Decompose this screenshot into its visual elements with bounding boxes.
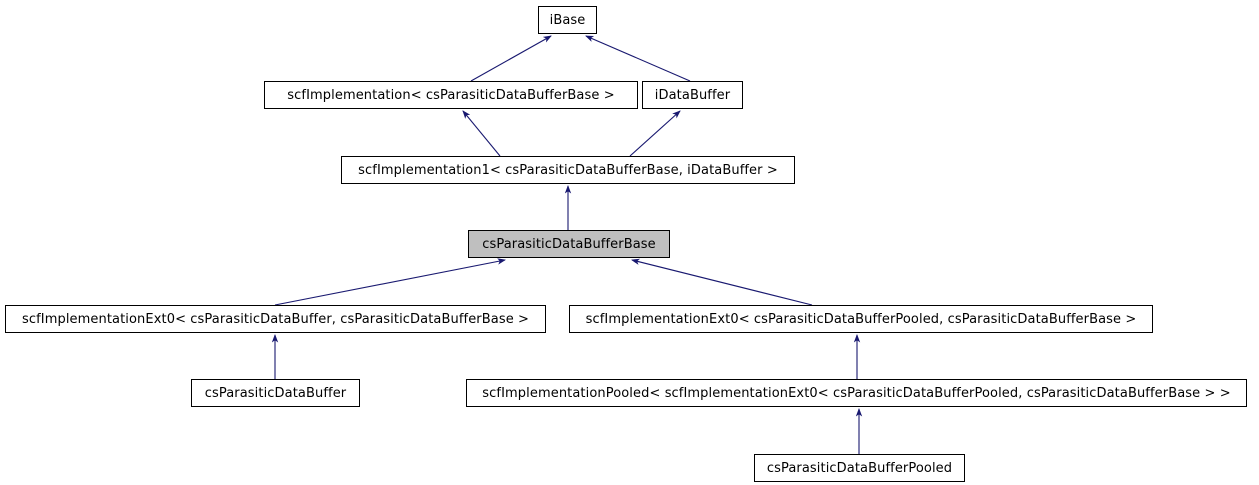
class-node-scfimplext0-pooled[interactable]: scfImplementationExt0< csParasiticDataBu… (569, 305, 1153, 333)
class-node-label: scfImplementation1< csParasiticDataBuffe… (358, 162, 778, 178)
class-node-label: scfImplementationPooled< scfImplementati… (482, 385, 1231, 401)
class-node-label: iBase (549, 12, 586, 28)
class-node-csparasiticdatabufferpooled[interactable]: csParasiticDataBufferPooled (754, 454, 965, 482)
class-node-label: iDataBuffer (654, 87, 731, 103)
class-node-label: scfImplementationExt0< csParasiticDataBu… (585, 311, 1137, 327)
class-node-ibase[interactable]: iBase (538, 6, 597, 34)
class-node-idatabuffer[interactable]: iDataBuffer (642, 81, 743, 109)
class-node-label: csParasiticDataBufferBase (482, 236, 656, 252)
class-node-scfimplext0-buffer[interactable]: scfImplementationExt0< csParasiticDataBu… (5, 305, 546, 333)
inheritance-edge-scfimpl1-to-scfimpl (462, 110, 501, 157)
class-node-scfimplpooled[interactable]: scfImplementationPooled< scfImplementati… (466, 379, 1247, 407)
class-node-scfimpl1[interactable]: scfImplementation1< csParasiticDataBuffe… (341, 156, 795, 184)
class-node-csparasiticdatabufferbase[interactable]: csParasiticDataBufferBase (468, 230, 670, 258)
class-node-label: csParasiticDataBuffer (204, 385, 347, 401)
inheritance-edge-scfimpl1-to-idatabuffer (629, 110, 681, 157)
inheritance-edge-scfimplext0-pooled-to-csparasiticdatabufferbase (631, 258, 813, 306)
class-node-label: scfImplementation< csParasiticDataBuffer… (287, 87, 615, 103)
inheritance-edge-scfimpl-to-ibase (470, 35, 552, 82)
class-node-label: csParasiticDataBufferPooled (766, 460, 953, 476)
class-node-csparasiticdatabuffer[interactable]: csParasiticDataBuffer (191, 379, 360, 407)
inheritance-edge-scfimplext0-buffer-to-csparasiticdatabufferbase (274, 258, 506, 306)
inheritance-edge-idatabuffer-to-ibase (585, 35, 691, 82)
class-node-label: scfImplementationExt0< csParasiticDataBu… (21, 311, 530, 327)
class-node-scfimpl[interactable]: scfImplementation< csParasiticDataBuffer… (264, 81, 638, 109)
